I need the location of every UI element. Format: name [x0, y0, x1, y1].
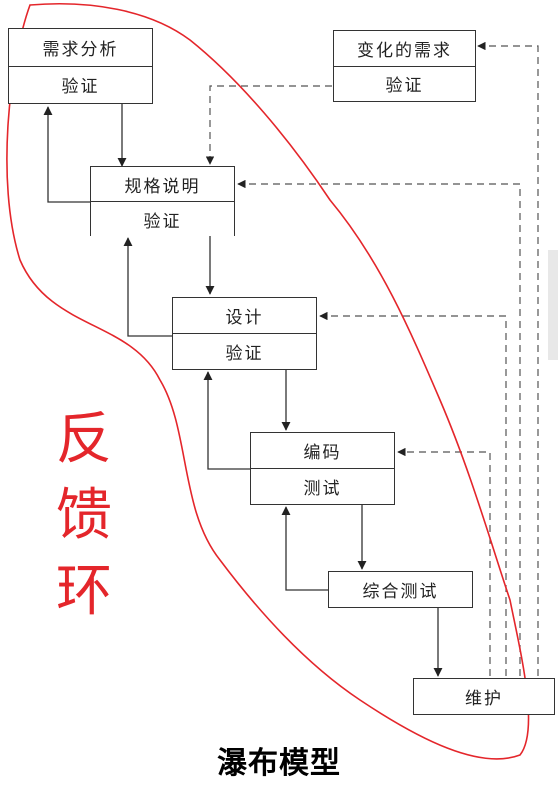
dashed-maint-to-changed — [477, 41, 539, 676]
changed-requirements-verify: 验证 — [334, 65, 475, 102]
specification-verify: 验证 — [91, 201, 234, 236]
diagram-caption: 瀑布模型 — [217, 746, 341, 781]
specification-box: 规格说明 验证 — [90, 166, 235, 236]
changed-requirements-title: 变化的需求 — [357, 40, 452, 61]
requirements-box: 需求分析 验证 — [8, 28, 153, 104]
coding-test: 测试 — [251, 468, 394, 504]
feedback-integration-to-coding — [281, 506, 328, 591]
dashed-changed-to-spec — [205, 85, 332, 165]
feedback-spec-to-req — [43, 106, 90, 203]
dashed-maint-to-coding — [397, 447, 491, 676]
integration-test-title: 综合测试 — [362, 582, 439, 602]
design-title: 设计 — [225, 308, 264, 328]
feedback-loop-outline — [6, 2, 530, 760]
feedback-char-3: 环 — [56, 559, 112, 624]
maintenance-box: 维护 — [413, 678, 555, 715]
feedback-char-2: 馈 — [56, 483, 112, 548]
design-box: 设计 验证 — [172, 297, 317, 370]
requirements-title: 需求分析 — [42, 39, 119, 60]
coding-box: 编码 测试 — [250, 432, 395, 505]
changed-requirements-box: 变化的需求 验证 — [333, 30, 476, 102]
feedback-loop-label: 反 馈 环 — [52, 402, 116, 630]
feedback-coding-to-design — [203, 371, 250, 470]
right-edge-fragment — [548, 250, 558, 360]
requirements-verify: 验证 — [9, 65, 152, 104]
dashed-maint-to-spec — [237, 179, 521, 676]
feedback-char-1: 反 — [56, 407, 112, 472]
maintenance-title: 维护 — [465, 689, 503, 709]
coding-title: 编码 — [303, 443, 342, 463]
feedback-design-to-spec — [123, 237, 172, 337]
design-verify: 验证 — [173, 333, 316, 369]
dashed-maint-to-design — [319, 311, 507, 676]
specification-title: 规格说明 — [124, 176, 201, 197]
integration-test-box: 综合测试 — [328, 571, 473, 608]
